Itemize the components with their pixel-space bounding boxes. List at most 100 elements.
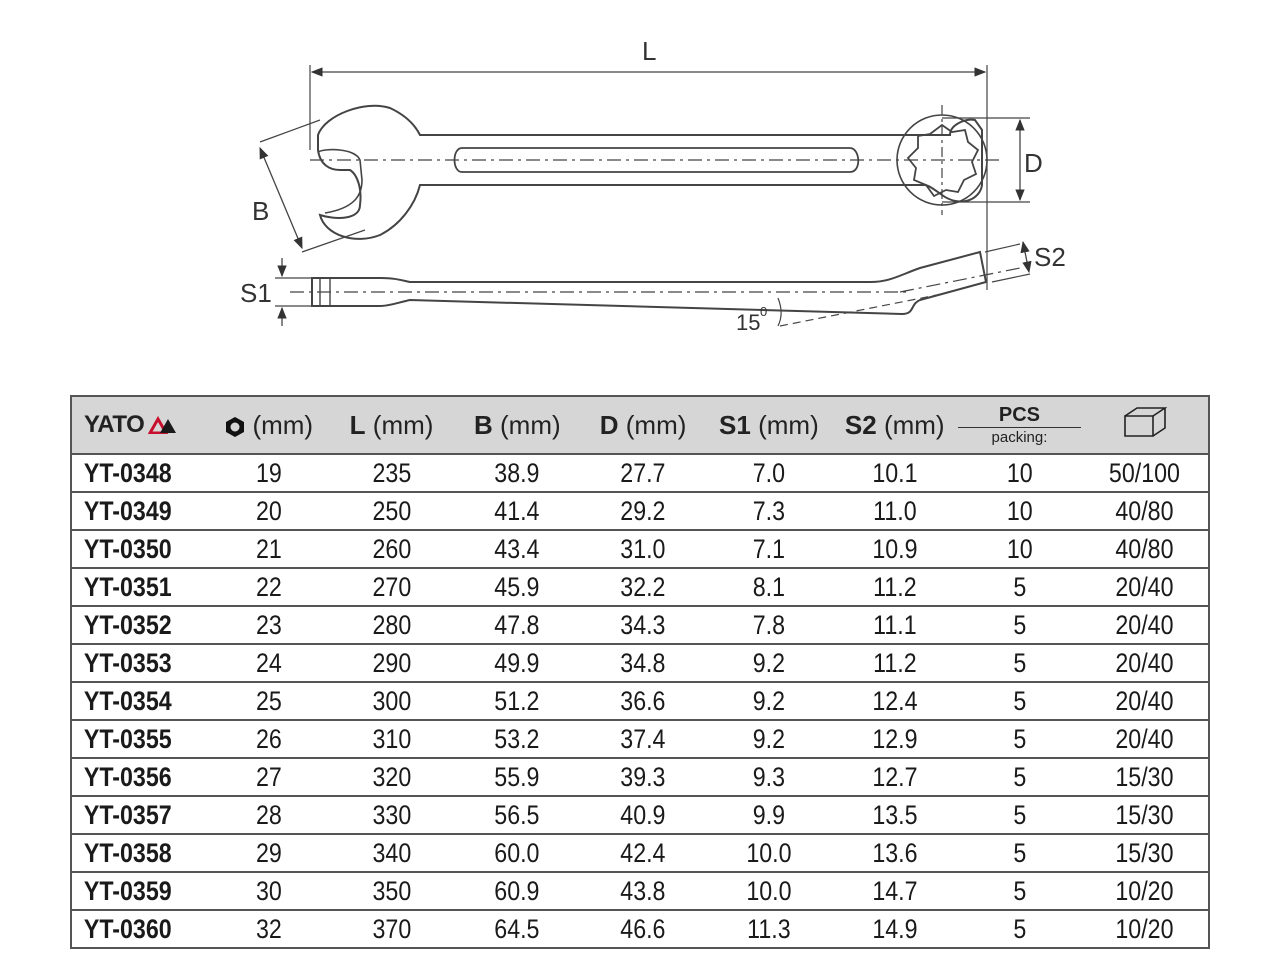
cell-box: 20/40 <box>1115 723 1174 754</box>
cell-b: 41.4 <box>494 495 540 526</box>
cell-b: 60.9 <box>494 875 540 906</box>
cell-code: YT-0349 <box>83 495 172 526</box>
cell-b: 53.2 <box>494 723 540 754</box>
cell-b: 60.0 <box>494 837 540 868</box>
cell-pcs: 10 <box>1006 495 1033 526</box>
label-angle: 15 <box>736 310 760 335</box>
cell-l: 320 <box>372 761 411 792</box>
cell-size: 20 <box>255 495 282 526</box>
cell-d: 31.0 <box>620 533 666 564</box>
cell-d: 46.6 <box>620 913 666 944</box>
box-icon <box>1123 406 1168 437</box>
cell-l: 250 <box>372 495 411 526</box>
cell-code: YT-0353 <box>83 647 172 678</box>
wrench-side-view <box>311 250 988 316</box>
header-box <box>1081 396 1209 454</box>
table-header-row: YATO (mm) L (mm) B (mm) D (mm) S1 (mm) S… <box>71 396 1209 454</box>
cell-size: 19 <box>255 457 282 488</box>
cell-d: 42.4 <box>620 837 666 868</box>
header-s1: S1 (mm) <box>719 409 819 440</box>
cell-code: YT-0358 <box>83 837 172 868</box>
cell-d: 29.2 <box>620 495 666 526</box>
cell-code: YT-0360 <box>83 913 172 944</box>
cell-s2: 14.9 <box>872 913 918 944</box>
cell-b: 38.9 <box>494 457 540 488</box>
cell-box: 20/40 <box>1115 685 1174 716</box>
hex-nut-icon <box>226 416 245 437</box>
wrench-dimension-diagram: L B D S1 S2 15 0 <box>240 36 1066 335</box>
cell-box: 10/20 <box>1115 913 1174 944</box>
cell-code: YT-0348 <box>83 457 172 488</box>
cell-box: 15/30 <box>1115 761 1174 792</box>
cell-s2: 14.7 <box>872 875 918 906</box>
cell-d: 27.7 <box>620 457 666 488</box>
cell-s1: 7.3 <box>752 495 786 526</box>
cell-s1: 9.2 <box>752 647 786 678</box>
cell-b: 47.8 <box>494 609 540 640</box>
cell-size: 25 <box>255 685 282 716</box>
cell-size: 29 <box>255 837 282 868</box>
cell-box: 20/40 <box>1115 609 1174 640</box>
cell-pcs: 5 <box>1012 913 1026 944</box>
cell-pcs: 5 <box>1012 837 1026 868</box>
cell-size: 32 <box>255 913 282 944</box>
spec-table: YATO (mm) L (mm) B (mm) D (mm) S1 (mm) S… <box>70 395 1210 949</box>
cell-box: 50/100 <box>1109 457 1181 488</box>
cell-l: 340 <box>372 837 411 868</box>
cell-pcs: 5 <box>1012 647 1026 678</box>
cell-pcs: 5 <box>1012 685 1026 716</box>
cell-s1: 10.0 <box>746 875 792 906</box>
cell-l: 300 <box>372 685 411 716</box>
cell-pcs: 5 <box>1012 609 1026 640</box>
cell-b: 49.9 <box>494 647 540 678</box>
header-brand: YATO <box>71 396 209 454</box>
cell-code: YT-0355 <box>83 723 172 754</box>
cell-s1: 9.3 <box>752 761 786 792</box>
cell-code: YT-0356 <box>83 761 172 792</box>
cell-s1: 7.8 <box>752 609 786 640</box>
cell-l: 260 <box>372 533 411 564</box>
cell-s1: 10.0 <box>746 837 792 868</box>
label-b: B <box>252 196 269 226</box>
cell-code: YT-0357 <box>83 799 172 830</box>
b-dimension-line <box>259 146 303 250</box>
cell-box: 20/40 <box>1115 571 1174 602</box>
cell-d: 43.8 <box>620 875 666 906</box>
label-l: L <box>642 36 656 66</box>
header-size: (mm) <box>209 396 329 454</box>
cell-b: 51.2 <box>494 685 540 716</box>
cell-size: 21 <box>255 533 282 564</box>
cell-b: 64.5 <box>494 913 540 944</box>
cell-b: 45.9 <box>494 571 540 602</box>
label-s1: S1 <box>240 278 272 308</box>
cell-pcs: 5 <box>1012 875 1026 906</box>
cell-box: 15/30 <box>1115 837 1174 868</box>
cell-code: YT-0354 <box>83 685 172 716</box>
cell-l: 290 <box>372 647 411 678</box>
cell-pcs: 10 <box>1006 457 1033 488</box>
cell-s2: 11.1 <box>872 609 917 640</box>
cell-box: 40/80 <box>1115 495 1174 526</box>
cell-box: 10/20 <box>1115 875 1174 906</box>
cell-s2: 12.7 <box>872 761 918 792</box>
cell-l: 280 <box>372 609 411 640</box>
cell-d: 34.8 <box>620 647 666 678</box>
cell-d: 36.6 <box>620 685 666 716</box>
cell-l: 310 <box>372 723 411 754</box>
cell-l: 370 <box>372 913 411 944</box>
cell-box: 20/40 <box>1115 647 1174 678</box>
cell-s2: 12.4 <box>872 685 918 716</box>
label-d: D <box>1024 148 1043 178</box>
cell-code: YT-0352 <box>83 609 172 640</box>
header-b: B (mm) <box>473 409 561 440</box>
